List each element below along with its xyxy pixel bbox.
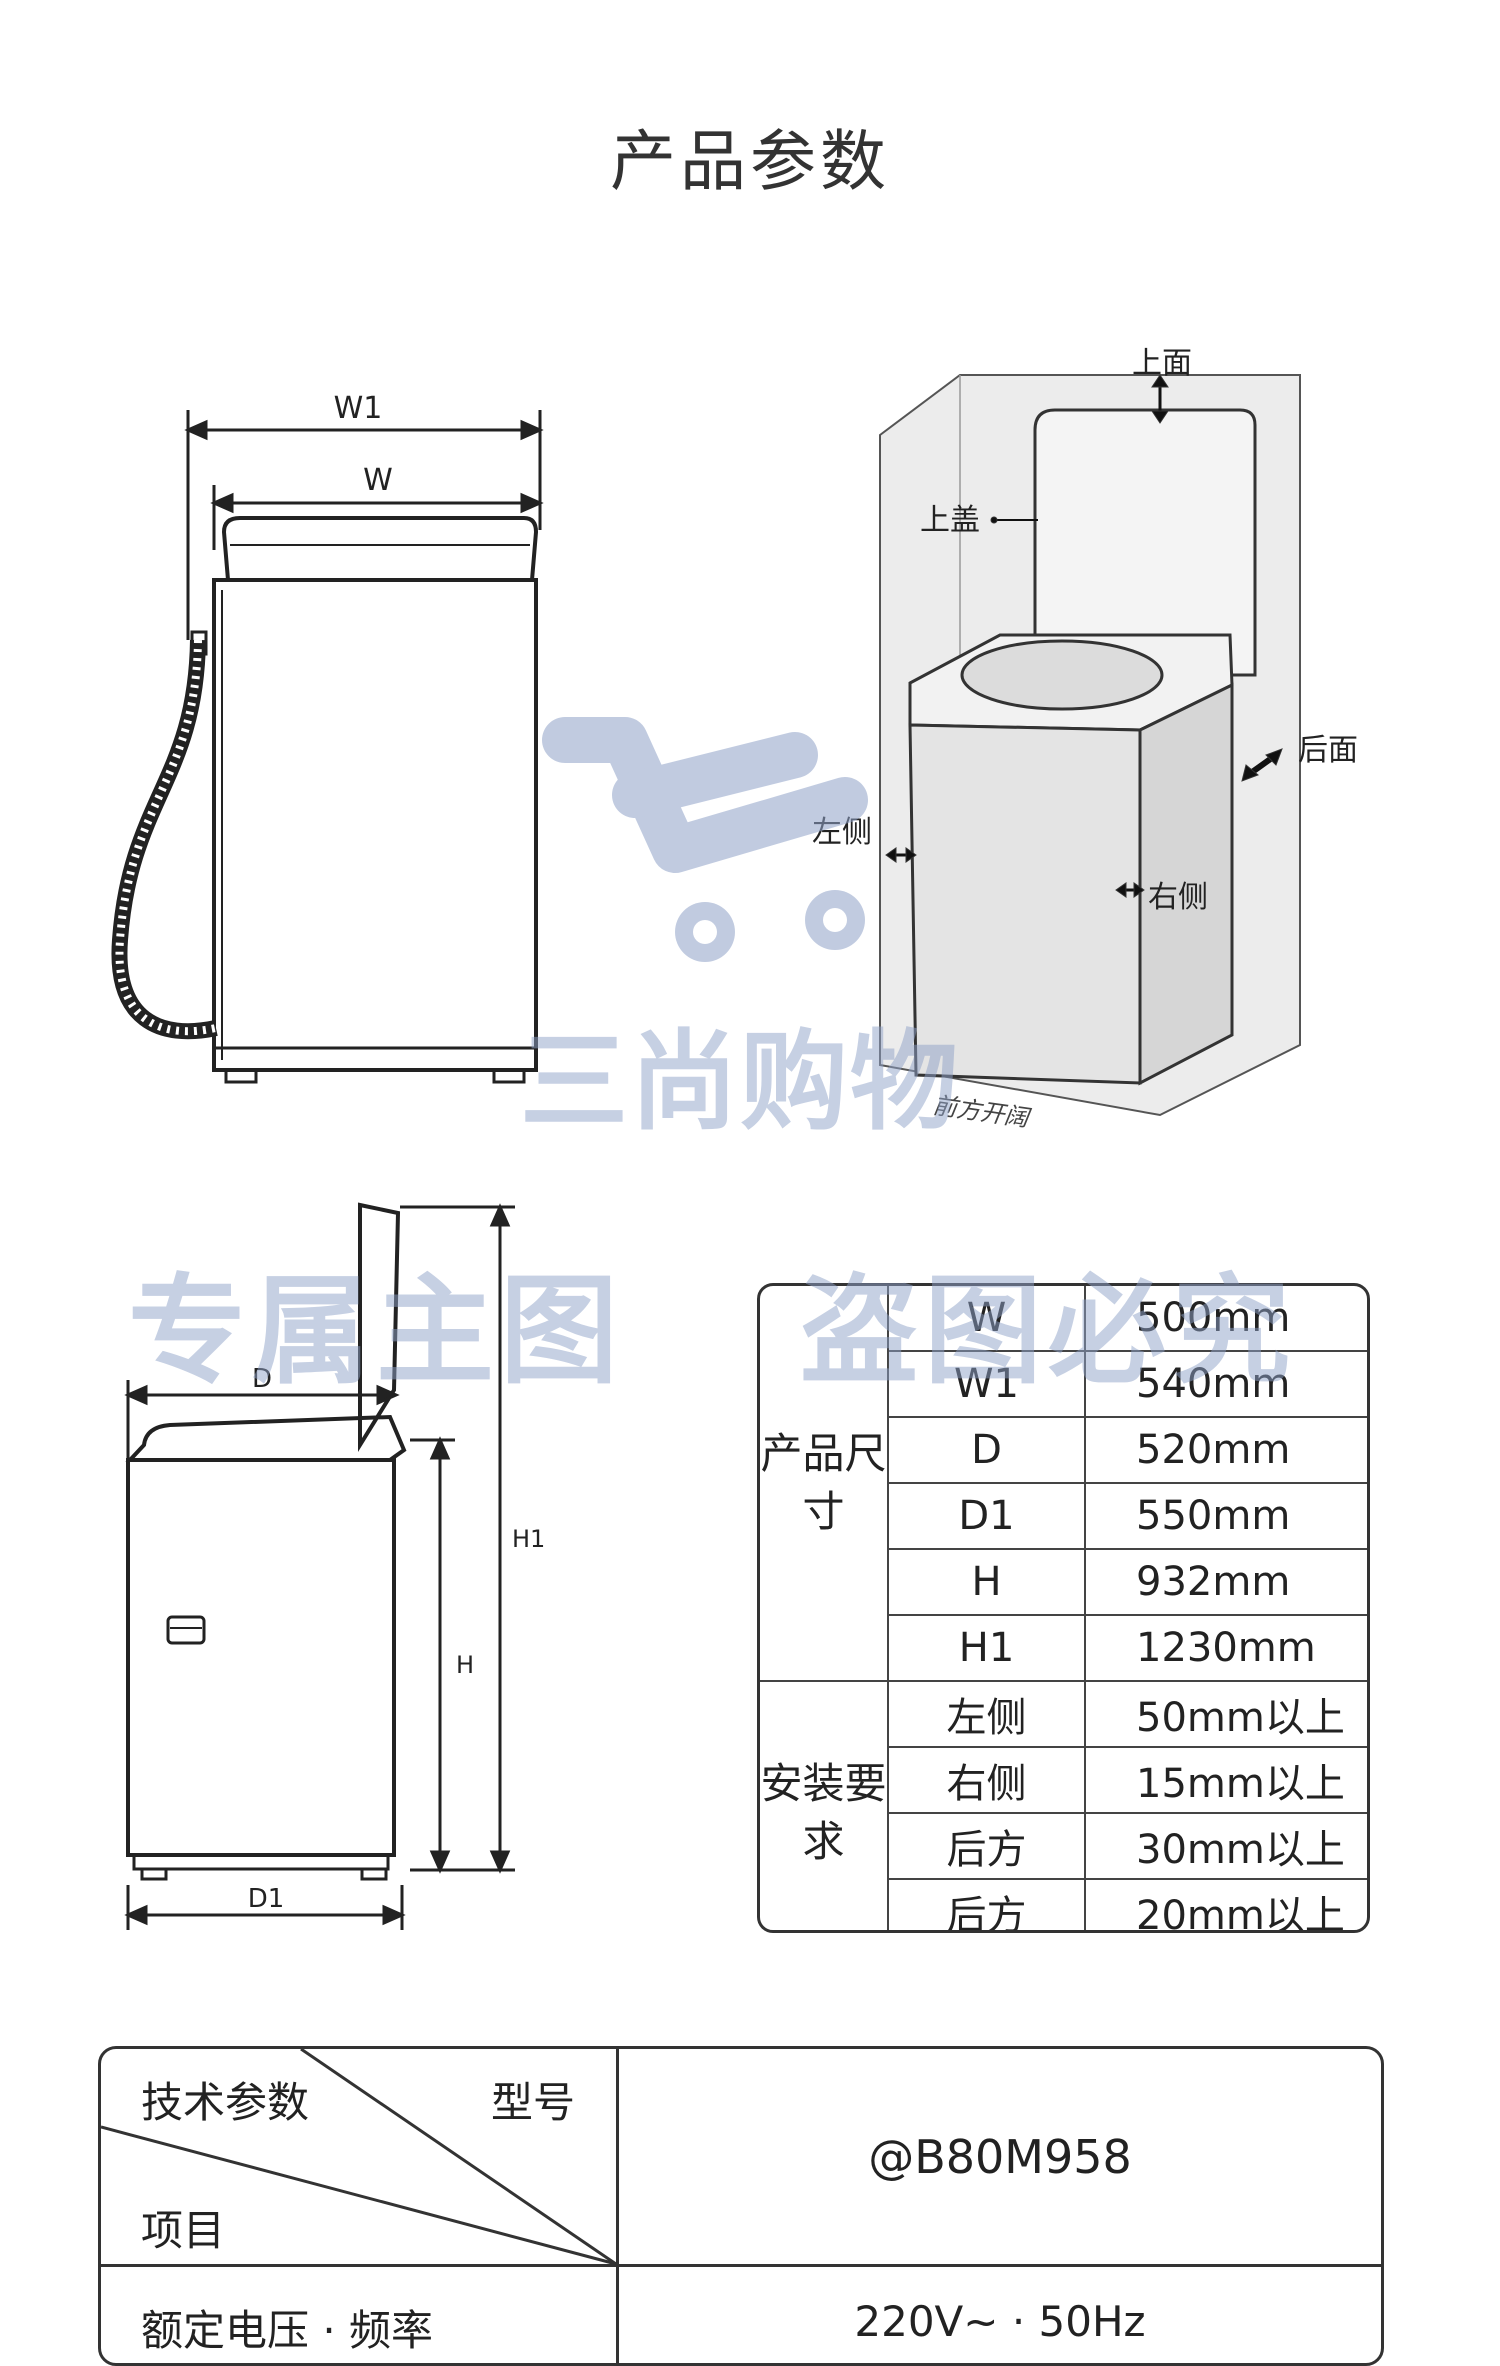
watermark-cart-logo <box>542 717 868 962</box>
value-cell: 20mm以上 <box>1084 1878 1367 1930</box>
drain-hose <box>111 639 218 1040</box>
page-title: 产品参数 <box>610 123 890 200</box>
w-arrow-right <box>520 492 544 514</box>
top-clearance-label: 上面 <box>1132 346 1192 381</box>
param-cell: H1 <box>888 1614 1086 1682</box>
w-arrow-left <box>210 492 234 514</box>
value-cell: 550mm <box>1084 1482 1367 1550</box>
param-cell: H <box>888 1548 1086 1616</box>
param-cell: 右侧 <box>888 1746 1086 1814</box>
h-label: H <box>456 1651 474 1679</box>
table-row: H 932mm <box>760 1548 1367 1616</box>
washer-control-panel <box>221 516 539 582</box>
w1-label: W1 <box>334 391 383 426</box>
open-lid <box>1033 408 1257 677</box>
param-cell: D1 <box>888 1482 1086 1550</box>
front-view-diagram: W1 W <box>111 391 544 1084</box>
washer-drum-opening <box>960 639 1164 711</box>
group-label-product-size: 产品尺寸 <box>760 1286 889 1682</box>
h1-label: H1 <box>512 1525 545 1553</box>
watermark-store-name: 三尚购物 <box>520 1020 961 1145</box>
tech-spec-table: 技术参数 型号 项目 @B80M958 额定电压 · 频率 220V~ · 50… <box>98 2046 1384 2366</box>
param-cell: 左侧 <box>887 1680 1086 1748</box>
param-cell: 后方 <box>888 1878 1086 1930</box>
param-cell: 后方 <box>888 1812 1086 1880</box>
table-row: D1 550mm <box>760 1482 1367 1550</box>
value-cell: 15mm以上 <box>1084 1746 1367 1814</box>
param-cell: D <box>888 1416 1086 1484</box>
w1-arrow-right <box>520 419 544 441</box>
back-clearance-label: 后面 <box>1298 733 1358 768</box>
model-number: @B80M958 <box>619 2049 1381 2267</box>
table-row: 后方 20mm以上 <box>760 1878 1367 1930</box>
value-cell: 50mm以上 <box>1084 1680 1367 1748</box>
w-label: W <box>363 463 393 498</box>
w1-arrow-left <box>184 419 208 441</box>
header-tech-params: 技术参数 <box>141 2078 310 2127</box>
header-model: 型号 <box>491 2078 576 2127</box>
table-row: 产品尺寸 W 500mm <box>760 1286 1367 1682</box>
param-cell: W <box>887 1286 1086 1352</box>
table-row: 安装要求 左侧 50mm以上 <box>760 1680 1367 1930</box>
value-cell: 520mm <box>1084 1416 1367 1484</box>
lid-label: 上盖 <box>920 503 980 538</box>
installation-clearance-diagram: 上面 上盖 后面 左侧 右侧 前方开阔 <box>812 346 1358 1133</box>
group-label-install-requirements: 安装要求 <box>760 1680 889 1930</box>
washer-base <box>212 1046 538 1072</box>
table-row: 右侧 15mm以上 <box>760 1746 1367 1814</box>
d1-label: D1 <box>248 1884 285 1914</box>
washer-body-side <box>1138 682 1234 1086</box>
value-cell: 932mm <box>1084 1548 1367 1616</box>
side-body <box>126 1458 396 1857</box>
spec-item-label: 额定电压 · 频率 <box>101 2267 619 2363</box>
watermark-banner-left: 专属主图 <box>128 1262 625 1400</box>
value-cell: 1230mm <box>1084 1614 1367 1682</box>
tech-header-diagonal-cell: 技术参数 型号 项目 <box>101 2049 619 2267</box>
header-item: 项目 <box>141 2206 226 2255</box>
washer-cabinet <box>212 578 538 1072</box>
param-cell: W1 <box>888 1350 1086 1418</box>
spec-item-value: 220V~ · 50Hz <box>854 2297 1146 2346</box>
right-clearance-label: 右侧 <box>1148 880 1208 915</box>
dimension-table: 产品尺寸 W 500mm W1 540mm D 520mm D1 550mm H… <box>757 1283 1370 1933</box>
table-row: D 520mm <box>760 1416 1367 1484</box>
table-row: 后方 30mm以上 <box>760 1812 1367 1880</box>
side-view-diagram: D D1 H H1 <box>124 1202 545 1930</box>
value-cell: 540mm <box>1084 1350 1367 1418</box>
table-row: W1 540mm <box>760 1350 1367 1418</box>
value-cell: 30mm以上 <box>1084 1812 1367 1880</box>
table-row: H1 1230mm <box>760 1614 1367 1682</box>
d-label: D <box>252 1364 272 1394</box>
side-top-panel <box>125 1414 407 1462</box>
side-open-lid <box>358 1202 401 1453</box>
side-handle-icon <box>166 1615 206 1645</box>
watermark-banner-right: 盗图必究 <box>800 1262 1297 1400</box>
value-cell: 500mm <box>1084 1286 1367 1352</box>
